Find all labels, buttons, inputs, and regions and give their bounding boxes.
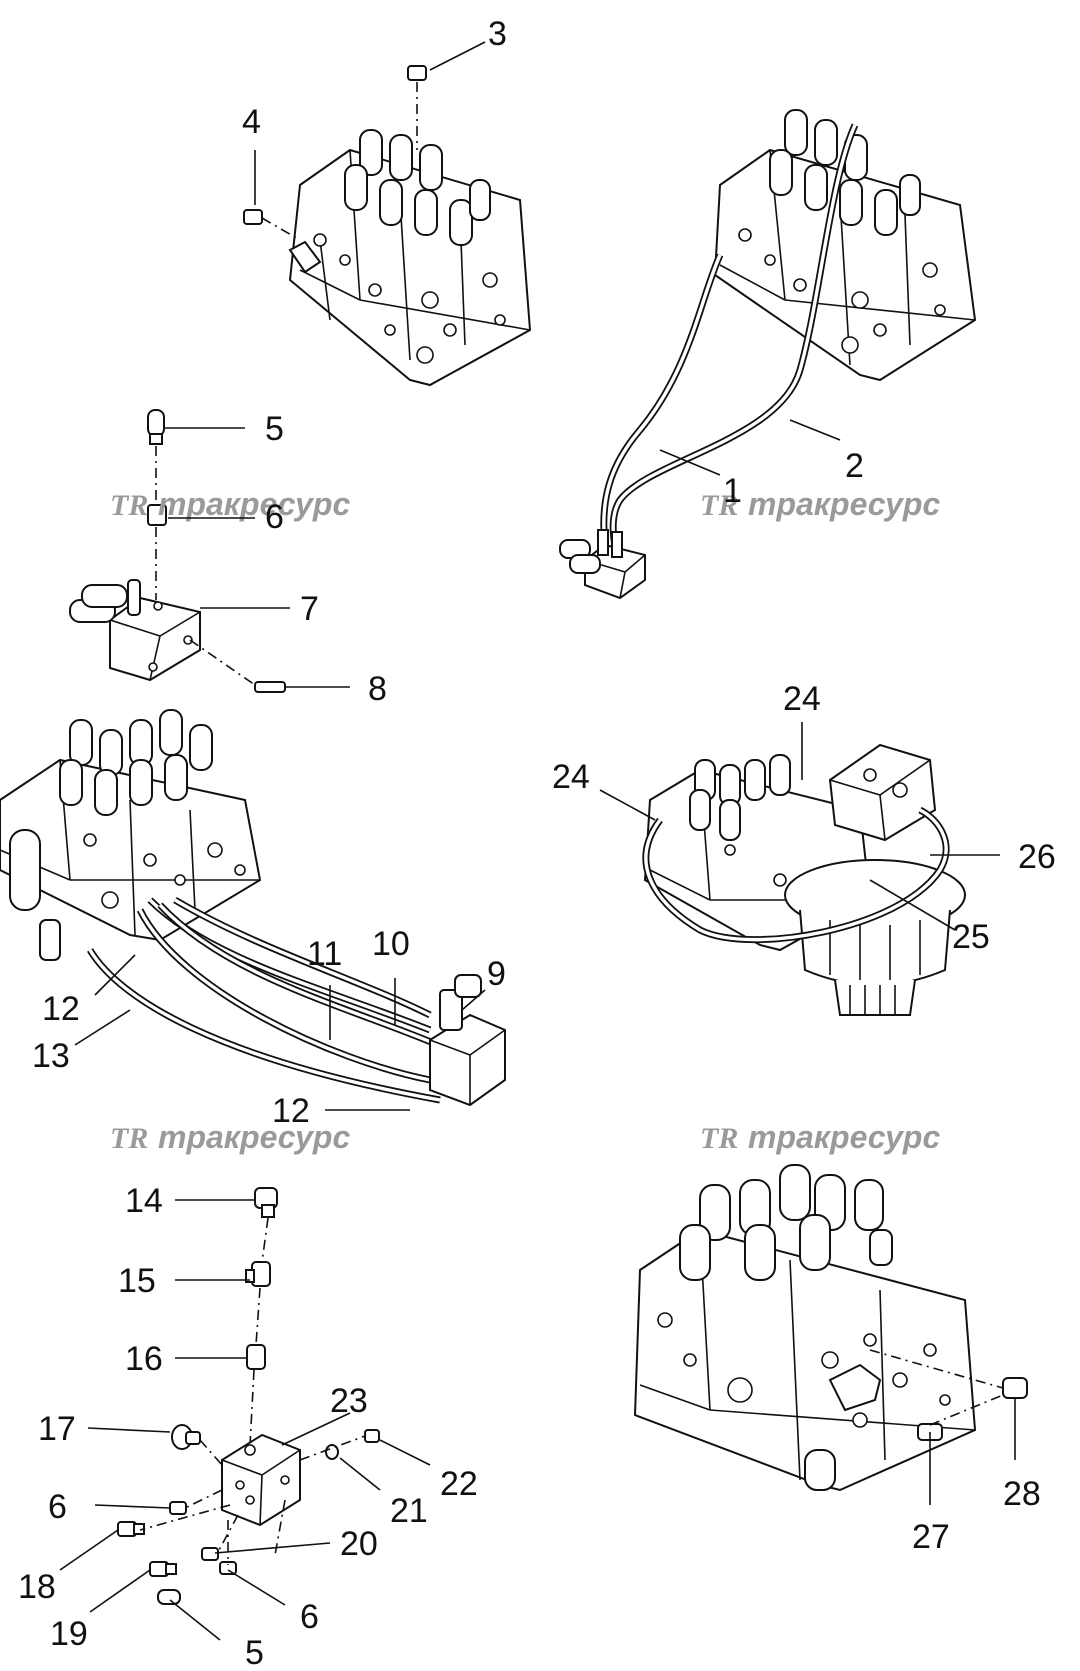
callout-27: 27 (912, 1518, 950, 1556)
watermark-middle-right: TR тракресурс (700, 1119, 940, 1155)
callout-15: 15 (118, 1262, 156, 1300)
block-23 (221, 1433, 301, 1527)
control-valve-assembly-b (713, 109, 977, 382)
plug-17 (171, 1424, 201, 1450)
callout-5-bottom: 5 (245, 1634, 264, 1671)
svg-text:тракресурс: тракресурс (158, 486, 350, 522)
block-7 (69, 579, 201, 682)
callout-20: 20 (340, 1525, 378, 1563)
callout-23: 23 (330, 1382, 368, 1420)
leader-lines (59, 41, 1016, 1641)
sensor-5 (147, 409, 165, 445)
control-valve-assembly-d (633, 1164, 977, 1492)
fitting-3 (407, 65, 427, 150)
callout-4: 4 (242, 103, 261, 141)
callout-2: 2 (845, 447, 864, 485)
callout-labels: 3 4 1 2 5 6 7 8 9 10 11 12 13 12 24 24 2… (18, 15, 1056, 1671)
callout-24-left: 24 (552, 758, 590, 796)
callout-19: 19 (50, 1615, 88, 1653)
fitting-16 (246, 1344, 266, 1370)
hose-2 (609, 123, 859, 546)
callout-17: 17 (38, 1410, 76, 1448)
elbow-14 (254, 1187, 278, 1218)
callout-10: 10 (372, 925, 410, 963)
watermark-top-right: TR тракресурс (700, 486, 940, 522)
sensor-5-bottom (157, 1589, 181, 1605)
fitting-19 (149, 1561, 177, 1577)
callout-9: 9 (487, 955, 506, 993)
callout-16: 16 (125, 1340, 163, 1378)
callout-1: 1 (723, 472, 742, 510)
callout-6-mid: 6 (48, 1488, 67, 1526)
svg-text:TR: TR (700, 1122, 738, 1155)
valve-and-swing-motor-assembly (642, 743, 966, 1016)
callout-18: 18 (18, 1568, 56, 1606)
fitting-6-lower (169, 1501, 187, 1515)
callout-28: 28 (1003, 1475, 1041, 1513)
callout-12-upper: 12 (42, 990, 80, 1028)
control-valve-assembly-a (288, 129, 532, 387)
svg-text:TR: TR (700, 489, 738, 522)
fitting-4 (243, 209, 301, 241)
control-valve-assembly-c (0, 709, 262, 961)
callout-8: 8 (368, 670, 387, 708)
fitting-28 (1002, 1377, 1028, 1399)
watermark-middle-left: TR тракресурс (110, 1119, 350, 1155)
callout-13: 13 (32, 1037, 70, 1075)
callout-6: 6 (265, 498, 284, 536)
callout-26: 26 (1018, 838, 1056, 876)
adapter-15 (245, 1261, 271, 1287)
adapter-6 (147, 504, 167, 526)
svg-text:тракресурс: тракресурс (158, 1119, 350, 1155)
callout-21: 21 (390, 1492, 428, 1530)
screw-22 (364, 1429, 380, 1443)
fitting-20 (201, 1547, 219, 1561)
callout-11: 11 (307, 935, 342, 973)
callout-7: 7 (300, 590, 319, 628)
callout-14: 14 (125, 1182, 163, 1220)
fitting-18 (117, 1521, 145, 1537)
hose-1 (600, 253, 724, 546)
hose-end-block (559, 529, 646, 600)
callout-22: 22 (440, 1465, 478, 1503)
callout-3: 3 (488, 15, 507, 53)
callout-5: 5 (265, 410, 284, 448)
svg-text:TR: TR (110, 489, 148, 522)
callout-24-top: 24 (783, 680, 821, 718)
bolt-8 (254, 681, 286, 693)
callout-12-lower: 12 (272, 1092, 310, 1130)
svg-text:тракресурс: тракресурс (748, 486, 940, 522)
callout-6-bottom: 6 (300, 1598, 319, 1636)
svg-text:тракресурс: тракресурс (748, 1119, 940, 1155)
fitting-6-bottom (219, 1561, 237, 1575)
callout-25: 25 (952, 918, 990, 956)
watermark-top-left: TR тракресурс (110, 486, 350, 522)
manifold-block-9 (429, 974, 506, 1107)
svg-text:TR: TR (110, 1122, 148, 1155)
hoses-9-13 (87, 896, 452, 1104)
